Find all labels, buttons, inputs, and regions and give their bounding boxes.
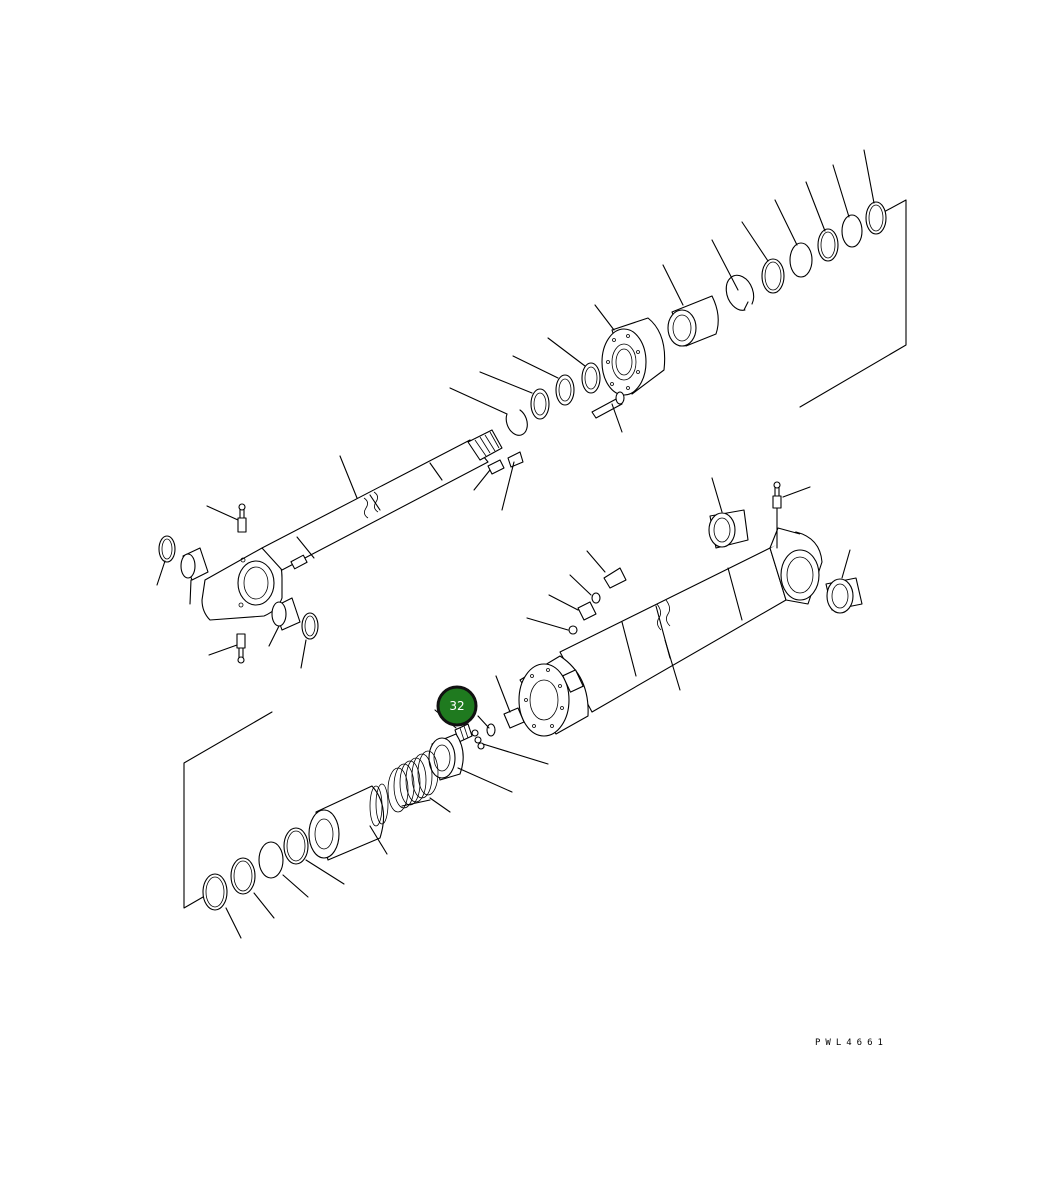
grease-fitting-bottom [236, 633, 246, 664]
grease-fitting-top [237, 503, 247, 533]
rod-thread [467, 429, 503, 461]
eye-bushing-left [158, 535, 209, 581]
rod-rings [505, 362, 601, 436]
grease-fitting-clevis [772, 481, 782, 549]
snap-ring [725, 274, 755, 311]
group-bracket-lower [183, 711, 273, 909]
cushion-plunger [486, 707, 525, 737]
leader-lines-upper [156, 149, 875, 669]
rod-gland [308, 783, 389, 861]
eye-bushing-right [271, 597, 319, 640]
piston [601, 317, 666, 396]
clevis-bushing-lower [825, 577, 863, 614]
gland-nut [428, 733, 464, 781]
rod-setscrew [507, 451, 524, 468]
clevis-bushing-upper [708, 509, 749, 549]
figure-code: PWL4661 [815, 1038, 888, 1048]
callout-32[interactable]: 32 [436, 685, 478, 727]
part-32-plug [454, 723, 473, 743]
cylinder-head [518, 655, 589, 737]
piston-rings [761, 201, 887, 294]
spring-coil [387, 750, 439, 813]
valve-block [568, 567, 627, 635]
piston-bolt [591, 391, 625, 419]
cylinder-tube [559, 547, 787, 713]
cylinder-assembly [183, 477, 863, 939]
rod-end-eye [201, 547, 283, 621]
rod-key [487, 459, 505, 475]
piston-rod [261, 439, 489, 571]
rod-assembly [156, 149, 907, 669]
gland-seal-rings [202, 827, 309, 911]
callout-32-label: 32 [449, 699, 464, 713]
group-bracket-upper [799, 199, 907, 408]
wear-ring-sleeve [667, 295, 719, 347]
stopper-pieces [471, 729, 485, 750]
leader-lines-lower [225, 477, 851, 939]
